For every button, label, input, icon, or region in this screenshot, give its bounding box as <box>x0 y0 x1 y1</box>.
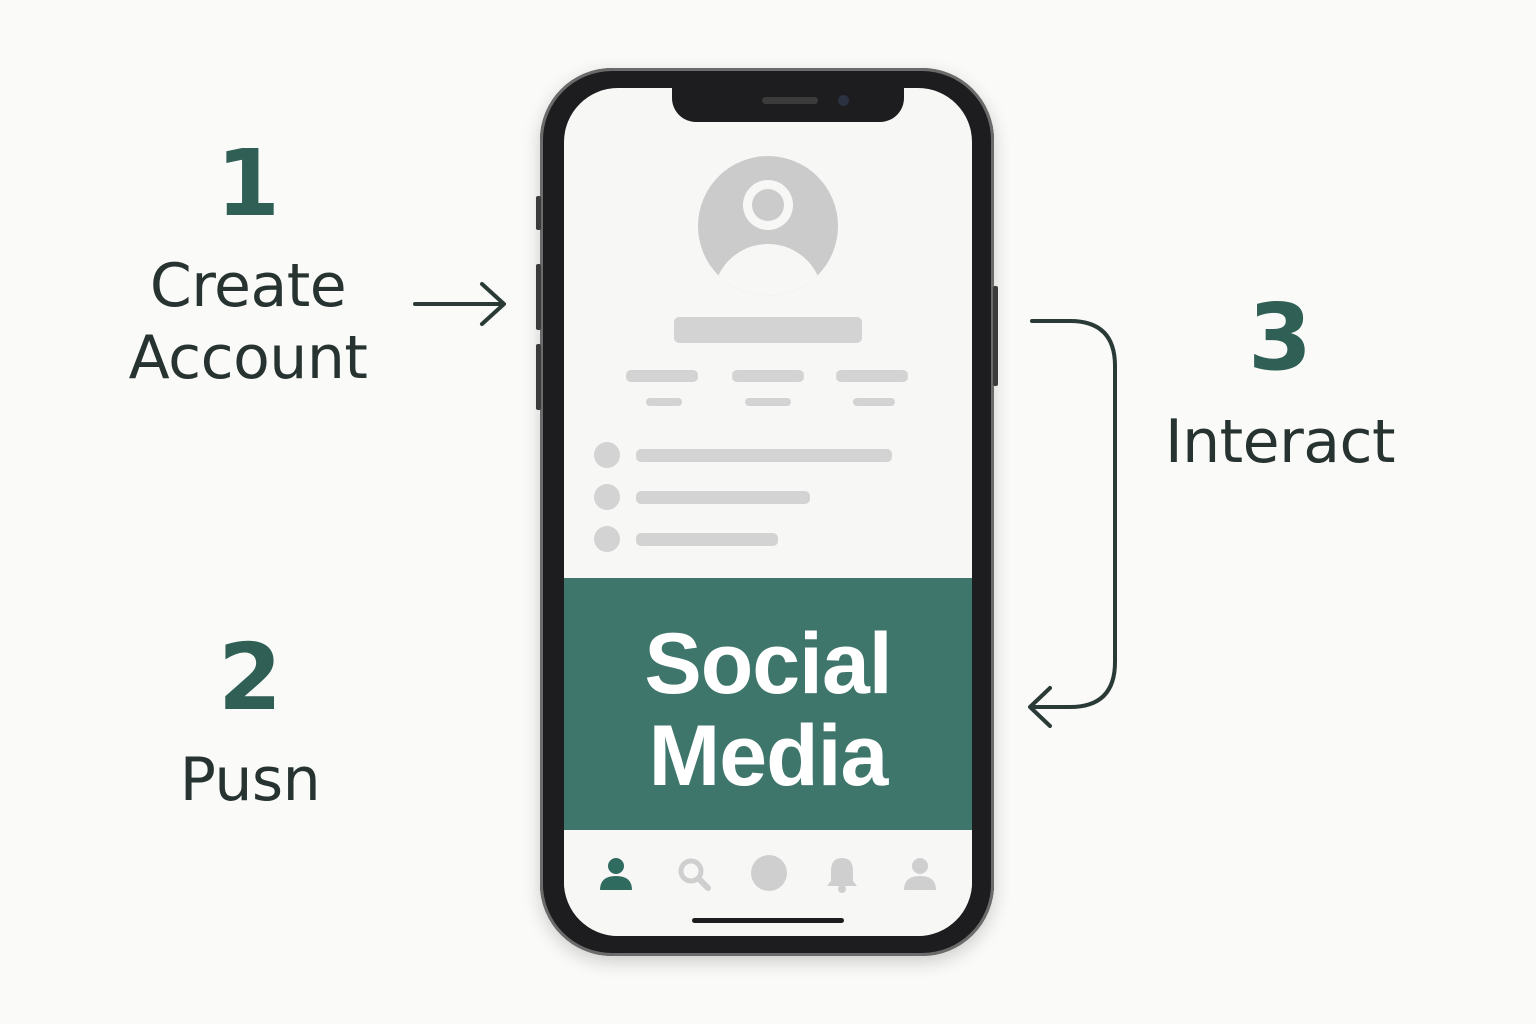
list-line-placeholder <box>636 449 892 462</box>
stat-sub-placeholder <box>853 398 895 406</box>
avatar-head <box>752 189 784 221</box>
bell-icon[interactable] <box>822 854 862 894</box>
notch <box>672 88 904 122</box>
step-push: 2 Pusn <box>130 632 370 816</box>
search-icon[interactable] <box>674 854 714 894</box>
step-interact: 3 Interact <box>1140 292 1420 478</box>
stat-placeholder <box>732 370 804 382</box>
list-dot <box>594 526 620 552</box>
stat-placeholder <box>626 370 698 382</box>
home-circle-icon[interactable] <box>746 850 792 896</box>
speaker <box>762 97 818 104</box>
volume-up-button <box>536 264 541 330</box>
step-number-3: 3 <box>1247 284 1312 391</box>
phone-screen: Social Media <box>564 88 972 936</box>
stat-sub-placeholder <box>646 398 682 406</box>
volume-down-button <box>536 344 541 410</box>
step-label-3: Interact <box>1164 407 1396 477</box>
name-placeholder <box>674 317 862 343</box>
phone-mockup: Social Media <box>536 68 998 956</box>
list-dot <box>594 442 620 468</box>
mute-switch <box>536 196 541 230</box>
step-create-account: 1 Create Account <box>108 138 388 394</box>
step-number-1: 1 <box>215 130 280 237</box>
arrow-right-icon <box>413 282 506 326</box>
banner-line2: Media <box>648 708 889 804</box>
front-camera <box>838 95 849 106</box>
stat-sub-placeholder <box>745 398 791 406</box>
step-label-1-line2: Account <box>128 323 368 393</box>
power-button <box>993 286 998 386</box>
social-media-banner: Social Media <box>564 578 972 830</box>
step-label-2: Pusn <box>179 745 321 815</box>
banner-line1: Social <box>644 616 892 712</box>
step-number-2: 2 <box>217 624 282 731</box>
list-line-placeholder <box>636 491 810 504</box>
loop-arrow-icon <box>1028 319 1117 728</box>
list-line-placeholder <box>636 533 778 546</box>
avatar-body <box>713 244 823 296</box>
list-dot <box>594 484 620 510</box>
stat-placeholder <box>836 370 908 382</box>
step-label-1: Create Account <box>108 250 388 394</box>
step-label-1-line1: Create <box>149 251 347 321</box>
user-icon[interactable] <box>900 854 940 894</box>
profile-icon[interactable] <box>596 854 636 894</box>
home-indicator[interactable] <box>692 918 844 923</box>
